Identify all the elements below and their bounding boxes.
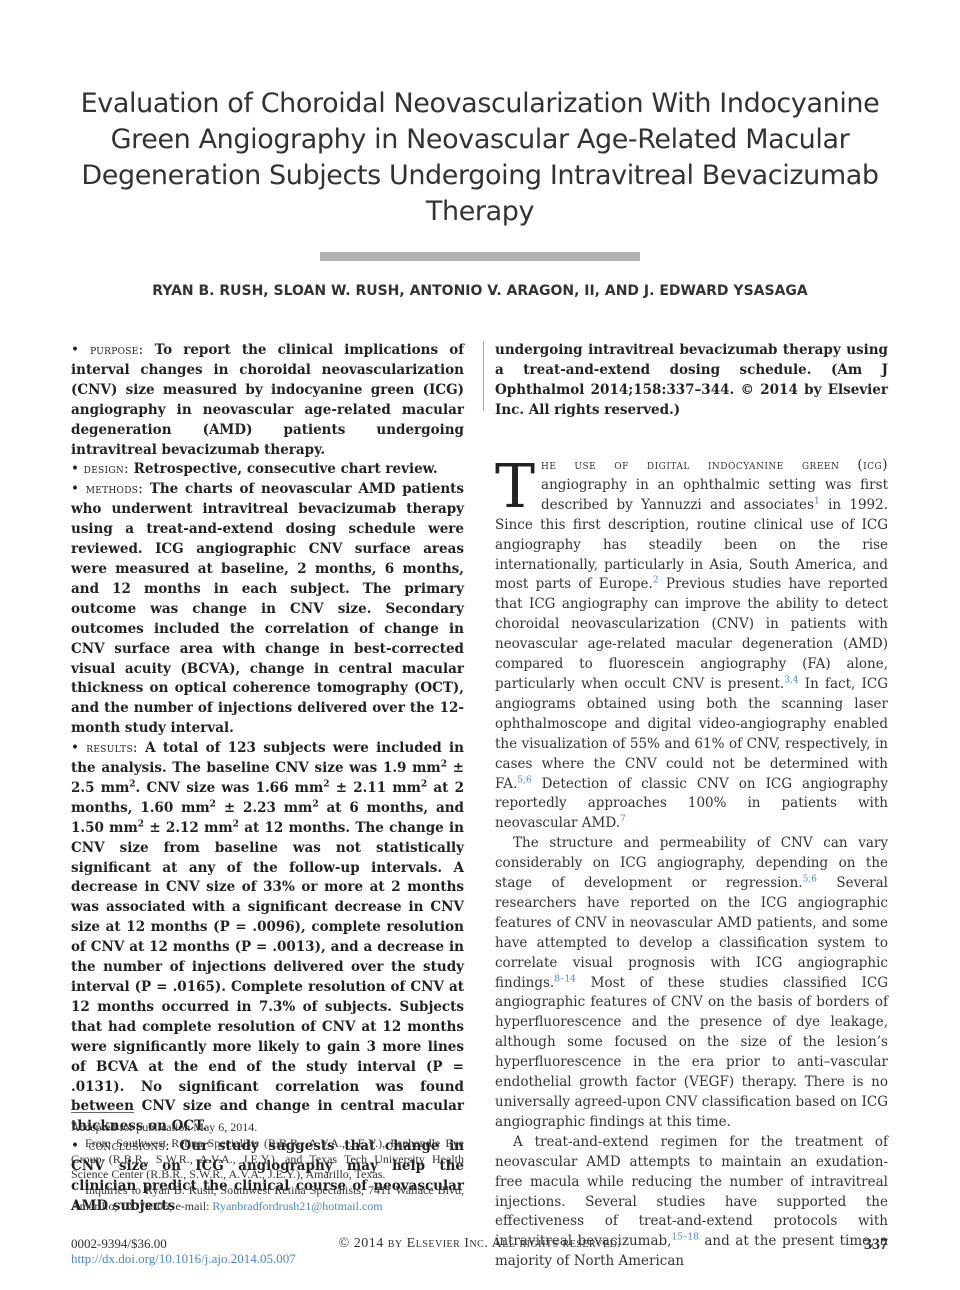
accepted-date: Accepted for publication May 6, 2014. — [71, 1120, 258, 1134]
reference-link[interactable]: 3,4 — [784, 675, 799, 686]
issn-block: 0002-9394/$36.00 http://dx.doi.org/10.10… — [71, 1236, 296, 1266]
reference-link[interactable]: 15–18 — [671, 1232, 699, 1243]
abstract-conclusions: • conclusions: Our study suggests that c… — [71, 1138, 465, 1214]
reference-link[interactable]: 7 — [620, 814, 626, 825]
abstract-left: • purpose: To report the clinical implic… — [71, 341, 464, 1217]
methods-label: methods: — [85, 481, 144, 498]
abstract-methods: • methods: The charts of neovascular AMD… — [71, 481, 464, 737]
abstract-purpose: • purpose: To report the clinical implic… — [71, 342, 465, 458]
correspondence: Inquiries to Ryan B. Rush, Southwest Ret… — [71, 1183, 464, 1213]
body-paragraph-3: A treat-and-extend regimen for the treat… — [495, 1133, 888, 1270]
conclusions-label: conclusions: — [88, 1138, 170, 1155]
affiliations: From Southwest Retina Specialists (R.B.R… — [71, 1135, 464, 1182]
purpose-label: purpose: — [90, 342, 144, 358]
email-link[interactable]: Ryanbradfordrush21@hotmail.com — [212, 1198, 383, 1213]
drop-cap: T — [495, 452, 536, 522]
abstract-design: • design: Retrospective, consecutive cha… — [71, 461, 438, 478]
design-label: design: — [83, 461, 129, 478]
journal-citation: (Am J Ophthalmol 2014;158:337–344. © 201… — [495, 361, 888, 418]
footnote-rule — [71, 1112, 134, 1113]
reference-link[interactable]: 5,6 — [802, 874, 817, 885]
copyright: © 2014 by Elsevier Inc. All rights reser… — [338, 1236, 622, 1251]
doi-link[interactable]: http://dx.doi.org/10.1016/j.ajo.2014.05.… — [71, 1251, 296, 1266]
reference-link[interactable]: 1 — [813, 496, 820, 507]
results-label: results: — [86, 740, 138, 757]
issn: 0002-9394/$36.00 — [71, 1236, 167, 1251]
body-paragraph-2: The structure and permeability of CNV ca… — [495, 835, 889, 1130]
reference-link[interactable]: 2 — [652, 575, 659, 586]
author-list: RYAN B. RUSH, SLOAN W. RUSH, ANTONIO V. … — [152, 283, 808, 299]
abstract-results: • results: A total of 123 subjects were … — [71, 740, 465, 1135]
reference-link[interactable]: 8–14 — [554, 974, 576, 985]
footnote: Accepted for publication May 6, 2014. Fr… — [71, 1120, 464, 1215]
reference-link[interactable]: 5,6 — [517, 775, 532, 785]
page-number: 337 — [864, 1236, 888, 1253]
article-title: Evaluation of Choroidal Neovascularizati… — [80, 88, 880, 227]
title-divider — [320, 252, 640, 261]
column-divider — [483, 341, 484, 411]
abstract-continued: undergoing intravitreal bevacizumab ther… — [495, 342, 888, 418]
